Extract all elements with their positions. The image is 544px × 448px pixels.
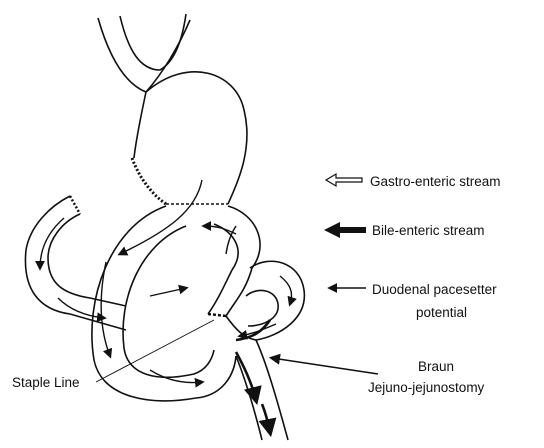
- bile-enteric-arrows: [236, 320, 270, 432]
- legend-gastro-enteric-label: Gastro-enteric stream: [370, 174, 501, 189]
- legend-open-arrow-icon: [326, 174, 362, 186]
- braun-pointer-arrow: [272, 358, 378, 374]
- legend-duodenal-label-line1: Duodenal pacesetter: [372, 282, 497, 297]
- gastro-enteric-arrows: [101, 180, 202, 383]
- legend-duodenal-label-line2: potential: [416, 305, 467, 320]
- legend-bold-arrow-icon: [324, 222, 366, 238]
- braun-label-line1: Braun: [418, 359, 454, 374]
- staple-line-label: Staple Line: [12, 375, 80, 390]
- legend-bile-enteric-label: Bile-enteric stream: [372, 223, 485, 238]
- braun-label-line2: Jejuno-jejunostomy: [368, 380, 485, 395]
- pacesetter-arrows: [40, 218, 292, 336]
- stomach-pouch: [98, 14, 247, 204]
